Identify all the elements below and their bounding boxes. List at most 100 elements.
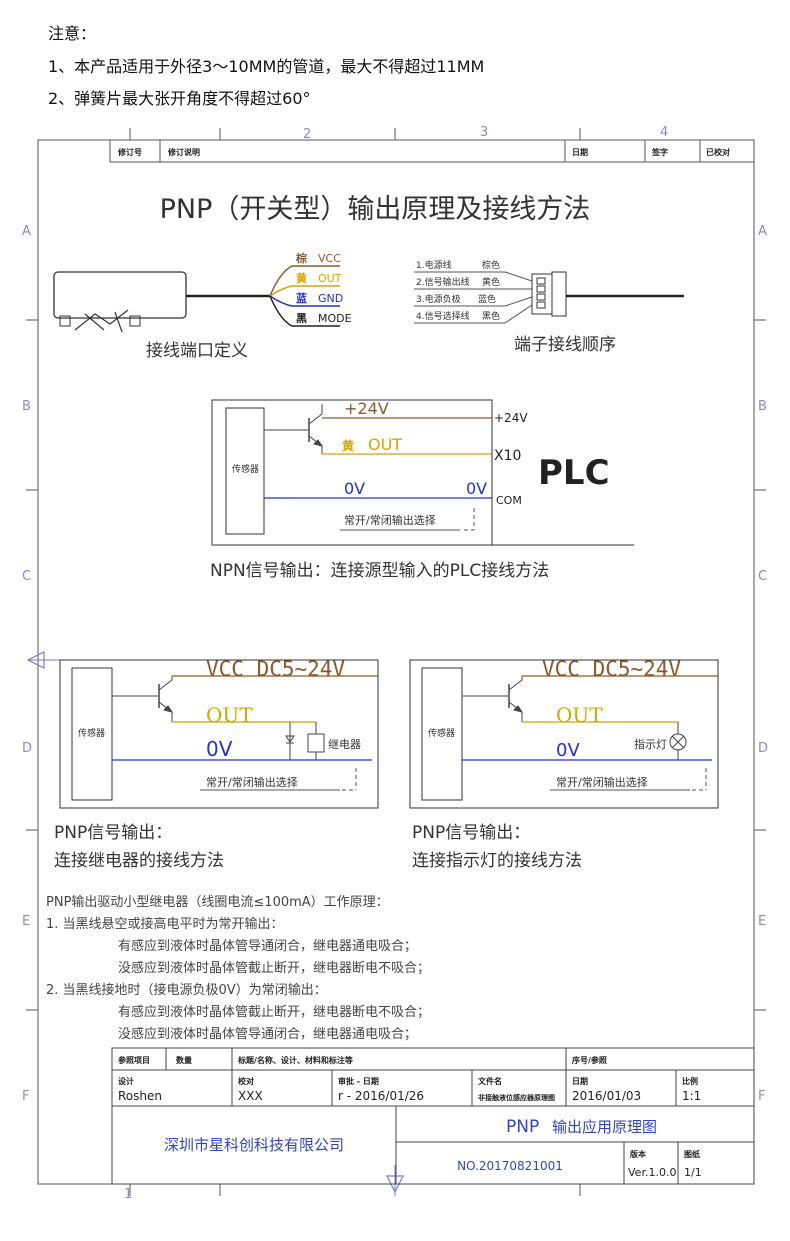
tb-design-value: Roshen	[118, 1089, 162, 1103]
lamp-select-label: 常开/常闭输出选择	[556, 775, 648, 789]
relay-coil-icon	[307, 733, 325, 753]
terminal-3-name: 3.电源负极	[416, 293, 461, 305]
tb-check-value: XXX	[238, 1089, 263, 1103]
row-mark-a: A	[22, 224, 31, 239]
rev-no-label: 修订号	[117, 147, 142, 157]
row-mark-b: B	[22, 399, 31, 414]
row-mark-e: E	[22, 914, 30, 929]
tb-ref-label: 参照项目	[117, 1055, 150, 1065]
plc-out-label: OUT	[368, 435, 402, 454]
lamp-vcc-label: VCC DC5~24V	[542, 657, 681, 681]
wire-1-color: 棕	[295, 251, 307, 265]
principle-heading: PNP输出驱动小型继电器（线圈电流≤100mA）工作原理：	[46, 894, 389, 910]
tb-scale-label: 比例	[682, 1076, 698, 1086]
sensor-housing	[53, 271, 270, 333]
lamp-sensor-label: 传感器	[428, 727, 455, 739]
lamp-0v-label: 0V	[556, 740, 580, 761]
terminal-3-color: 蓝色	[478, 293, 496, 305]
wire-2-signal: OUT	[318, 272, 342, 285]
rev-desc-label: 修订说明	[167, 147, 200, 157]
relay-sensor-label: 传感器	[78, 727, 105, 739]
rev-sign-label: 签字	[651, 147, 668, 157]
rev-checked-label: 已校对	[706, 147, 730, 157]
terminal-order-caption: 端子接线顺序	[514, 335, 616, 355]
revision-block	[109, 139, 755, 163]
tb-doc-title: 输出应用原理图	[552, 1118, 657, 1136]
lamp-device-label: 指示灯	[634, 737, 667, 751]
row-mark-c-right: C	[758, 569, 767, 584]
tb-check-label: 校对	[238, 1076, 254, 1086]
row-mark-d: D	[22, 741, 32, 756]
wire-4-color: 黑	[296, 312, 307, 325]
plc-circuit	[211, 399, 634, 546]
relay-caption-2: 连接继电器的接线方法	[54, 851, 224, 871]
relay-0v-label: 0V	[206, 737, 233, 761]
plc-select-label: 常开/常闭输出选择	[344, 513, 436, 527]
terminal-connector	[531, 271, 684, 317]
tb-sheet-label: 图纸	[684, 1149, 700, 1159]
lamp-circuit	[409, 659, 719, 809]
terminal-leads	[414, 271, 533, 324]
tb-date-value: 2016/01/03	[572, 1089, 641, 1103]
principle-item-1a: 有感应到液体时晶体管导通闭合，继电器通电吸合；	[118, 938, 417, 954]
principle-item-2: 2. 当黑线接地时（接电源负极0V）为常闭输出：	[46, 982, 327, 998]
tb-review-label: 审批 - 日期	[338, 1076, 379, 1086]
relay-select-label: 常开/常闭输出选择	[206, 775, 298, 789]
terminal-1-color: 棕色	[482, 259, 500, 271]
row-mark-f: F	[22, 1089, 29, 1104]
terminal-1-name: 1.电源线	[416, 259, 452, 271]
plc-24v-label: +24V	[344, 399, 389, 418]
terminal-4-name: 4.信号选择线	[416, 310, 470, 322]
relay-vcc-label: VCC DC5~24V	[206, 657, 345, 681]
relay-circuit	[59, 659, 379, 809]
col-mark-1-bottom: 1	[124, 1187, 132, 1202]
row-mark-d-right: D	[758, 741, 768, 756]
terminal-4-color: 黑色	[482, 310, 500, 322]
plc-0v-left: 0V	[344, 479, 365, 498]
plc-24v-terminal: +24V	[494, 411, 528, 425]
plc-com-terminal: COM	[496, 494, 522, 507]
wire-4-signal: MODE	[318, 312, 352, 325]
plc-0v-mid: 0V	[466, 479, 487, 498]
plc-sensor-label: 传感器	[232, 463, 259, 475]
tb-version-label: 版本	[629, 1149, 646, 1159]
tb-sheet-value: 1/1	[684, 1166, 702, 1179]
tb-date-label: 日期	[572, 1076, 588, 1086]
row-mark-a-right: A	[758, 224, 767, 239]
tb-doc-title-prefix: PNP	[506, 1117, 539, 1137]
col-mark-3: 3	[480, 125, 488, 140]
wire-2-color: 黄	[296, 271, 307, 285]
tb-qty-label: 数量	[176, 1055, 192, 1065]
plc-label: PLC	[538, 453, 610, 493]
rev-date-label: 日期	[572, 147, 588, 157]
wire-1-signal: VCC	[318, 252, 341, 265]
tb-review-value: r - 2016/01/26	[338, 1089, 424, 1103]
principle-item-2b: 没感应到液体时晶体管导通闭合，继电器通电吸合；	[118, 1026, 417, 1042]
diagram-title: PNP（开关型）输出原理及接线方法	[160, 194, 591, 225]
lamp-out-label: OUT	[556, 703, 603, 727]
col-mark-4: 4	[660, 125, 668, 140]
relay-out-label: OUT	[206, 703, 253, 727]
title-block	[111, 1047, 755, 1185]
tb-company-name: 深圳市星科创科技有限公司	[164, 1136, 344, 1154]
wire-fan	[269, 265, 340, 327]
row-mark-f-right: F	[758, 1089, 765, 1104]
tb-spec-label: 标题/名称、设计、材料和标注等	[237, 1055, 353, 1065]
principle-item-1: 1. 当黑线悬空或接高电平时为常开输出：	[46, 916, 284, 932]
note-line-2: 2、弹簧片最大张开角度不得超过60°	[48, 89, 311, 108]
relay-device-label: 继电器	[328, 738, 361, 751]
plc-caption: NPN信号输出：连接源型输入的PLC接线方法	[210, 561, 549, 581]
note-heading: 注意：	[48, 24, 97, 43]
tb-doc-number: NO.20170821001	[457, 1159, 563, 1173]
tb-scale-value: 1:1	[682, 1089, 701, 1103]
port-definition-caption: 接线端口定义	[146, 341, 248, 361]
row-mark-c: C	[22, 569, 31, 584]
row-mark-b-right: B	[758, 399, 767, 414]
tb-seq-label: 序号/参照	[572, 1055, 607, 1065]
tb-version-value: Ver.1.0.0	[628, 1166, 676, 1179]
lamp-caption-2: 连接指示灯的接线方法	[412, 851, 582, 871]
terminal-2-color: 黄色	[482, 276, 500, 288]
terminal-2-name: 2.信号输出线	[416, 276, 470, 288]
tb-design-label: 设计	[118, 1076, 134, 1086]
